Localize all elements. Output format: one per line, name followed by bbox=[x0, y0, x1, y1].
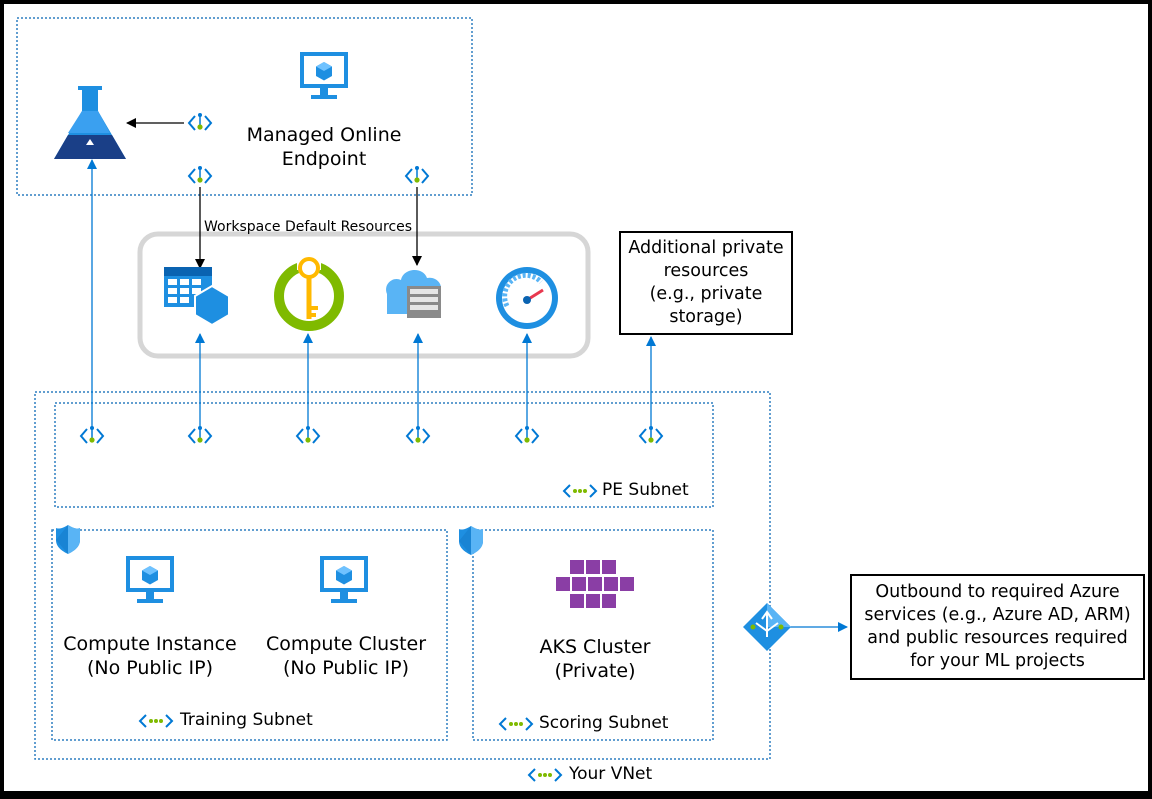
vnet-boundary bbox=[34, 391, 771, 760]
training-subnet-box bbox=[51, 529, 448, 741]
outbound-line2: services (e.g., Azure AD, ARM) bbox=[864, 605, 1131, 625]
additional-resources-box: Additional private resources (e.g., priv… bbox=[619, 231, 793, 335]
additional-line4: storage) bbox=[669, 307, 743, 327]
azure-ml-workspace-icon bbox=[54, 86, 126, 159]
compute-cluster-label: Compute Cluster (No Public IP) bbox=[256, 632, 436, 680]
additional-line1: Additional private bbox=[628, 238, 784, 258]
outbound-line4: for your ML projects bbox=[910, 651, 1085, 671]
aks-cluster-label: AKS Cluster (Private) bbox=[520, 635, 670, 683]
aks-icon bbox=[556, 560, 634, 608]
training-subnet-label: Training Subnet bbox=[180, 710, 313, 730]
workspace-resources-label: Workspace Default Resources bbox=[204, 219, 413, 235]
pe-subnet-label: PE Subnet bbox=[602, 480, 689, 500]
compute-instance-line2: (No Public IP) bbox=[86, 657, 214, 679]
compute-cluster-line2: (No Public IP) bbox=[282, 657, 410, 679]
endpoint-label-line2: Endpoint bbox=[281, 148, 367, 170]
workspace-resources-group bbox=[137, 231, 591, 359]
outbound-line3: and public resources required bbox=[867, 628, 1128, 648]
compute-instance-label: Compute Instance (No Public IP) bbox=[52, 632, 248, 680]
compute-cluster-line1: Compute Cluster bbox=[265, 633, 427, 655]
endpoint-label-line1: Managed Online bbox=[246, 124, 402, 146]
compute-instance-line1: Compute Instance bbox=[63, 633, 237, 655]
aks-cluster-line2: (Private) bbox=[554, 660, 636, 682]
nat-gateway-icon bbox=[743, 603, 791, 651]
storage-table-icon bbox=[164, 267, 230, 327]
additional-line2: resources bbox=[663, 261, 749, 281]
endpoint-label: Managed Online Endpoint bbox=[226, 123, 422, 171]
scoring-subnet-box bbox=[472, 529, 714, 741]
additional-line3: (e.g., private bbox=[649, 284, 763, 304]
aks-cluster-line1: AKS Cluster bbox=[539, 636, 651, 658]
vnet-label: Your VNet bbox=[569, 764, 653, 784]
scoring-subnet-label: Scoring Subnet bbox=[539, 713, 669, 733]
key-vault-icon bbox=[274, 257, 344, 331]
outbound-box: Outbound to required Azure services (e.g… bbox=[850, 574, 1145, 680]
pe-subnet-box bbox=[54, 402, 714, 508]
outbound-line1: Outbound to required Azure bbox=[875, 582, 1120, 602]
app-insights-icon bbox=[496, 267, 558, 329]
container-registry-icon bbox=[386, 269, 442, 318]
